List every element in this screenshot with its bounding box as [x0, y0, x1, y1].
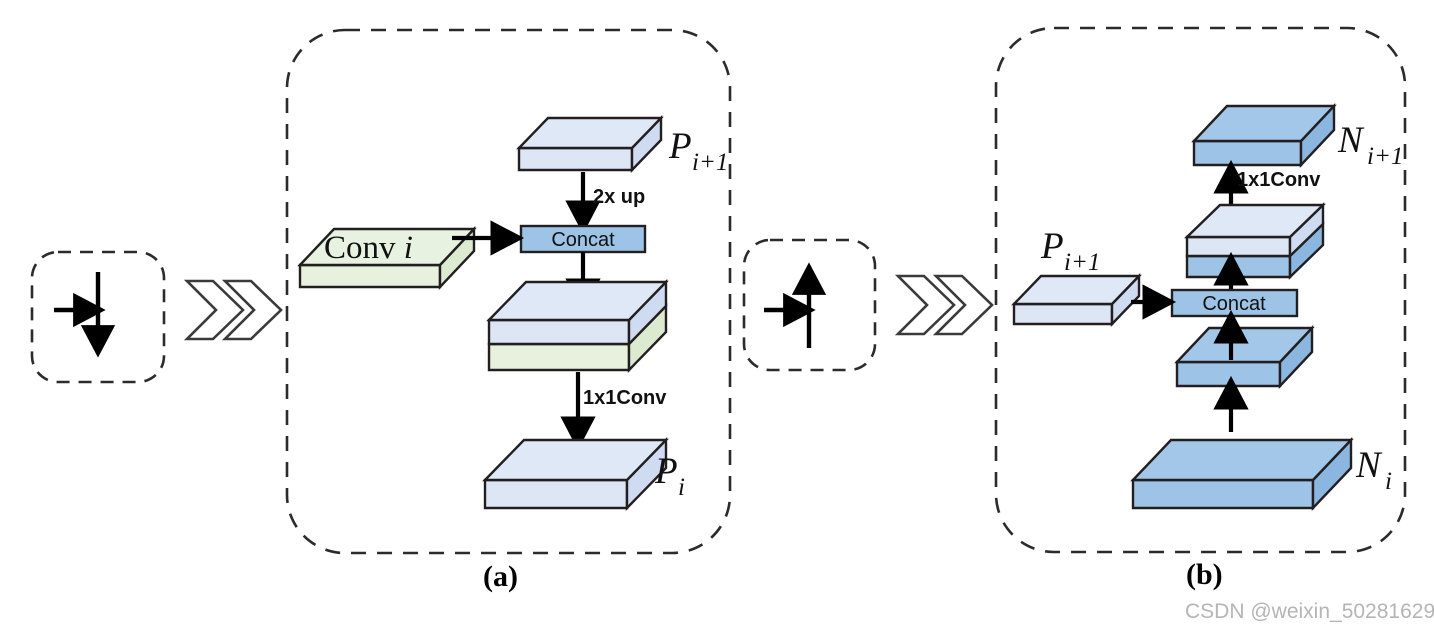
panel-a-caption: (a) [483, 560, 518, 593]
block-merged-a [486, 279, 669, 373]
double-chevron-right-icon [894, 274, 956, 336]
label-1x1conv-a: 1x1Conv [583, 387, 667, 409]
double-chevron-right-icon [183, 279, 245, 341]
block-p-i [482, 437, 669, 511]
svg-text:i+1: i+1 [692, 149, 728, 176]
panel-a-icon-box [30, 250, 166, 384]
block-n-i-plus-1 [1191, 102, 1337, 169]
label-p-i-plus-1-a: P i+1 [668, 126, 728, 176]
svg-text:N: N [1337, 120, 1365, 161]
label-p-i: P i [654, 451, 685, 501]
block-merged-b [1184, 202, 1326, 280]
svg-text:i+1: i+1 [1064, 249, 1100, 276]
block-p-i-plus-1-a [516, 115, 664, 173]
label-n-i: N i [1355, 445, 1392, 495]
block-n-i [1130, 436, 1354, 512]
block-conv-i [297, 225, 477, 291]
label-p-i-plus-1-b: P i+1 [1040, 226, 1100, 276]
label-2x-up: 2x up [593, 186, 645, 208]
panel-a-container [285, 28, 732, 555]
svg-text:N: N [1355, 445, 1383, 486]
conv-block-label: Conv i [324, 230, 413, 266]
panel-b-icon-box [742, 238, 877, 372]
svg-text:i+1: i+1 [1367, 143, 1403, 170]
double-chevron-right-icon [221, 279, 283, 341]
block-n-mid [1174, 324, 1315, 390]
panel-b-chevrons [894, 274, 994, 336]
svg-text:P: P [1040, 226, 1064, 267]
concat-label-b: Concat [1202, 293, 1266, 315]
svg-text:i: i [678, 474, 685, 501]
panel-b-icon-box-border [742, 238, 877, 372]
concat-bar-a [519, 224, 647, 254]
panel-a-chevrons [183, 279, 283, 341]
panel-b-container [994, 26, 1407, 554]
label-1x1conv-b: 1x1Conv [1237, 169, 1321, 191]
panel-b-caption: (b) [1186, 558, 1223, 591]
svg-text:P: P [668, 126, 692, 167]
label-n-i-plus-1: N i+1 [1337, 120, 1403, 170]
svg-text:i: i [1385, 468, 1392, 495]
watermark-text: CSDN @weixin_50281629 [1185, 600, 1434, 623]
double-chevron-right-icon [932, 274, 994, 336]
panel-a-icon-box-border [30, 250, 166, 384]
block-p-i-plus-1-b [1011, 273, 1142, 327]
concat-label-a: Concat [551, 229, 615, 251]
svg-text:P: P [654, 451, 678, 492]
